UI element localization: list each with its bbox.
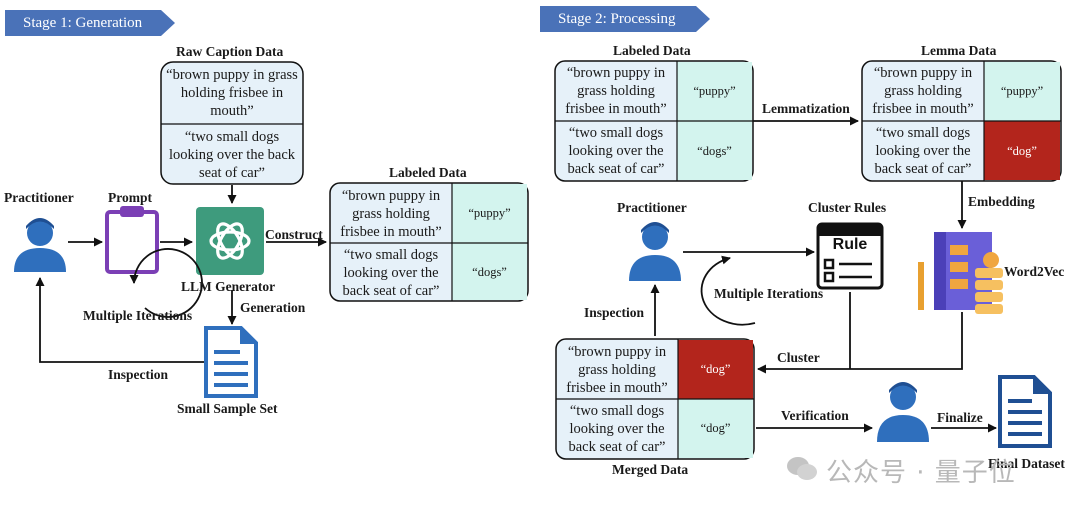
stage2-labeled-tag-1: “puppy”: [693, 84, 736, 98]
lemmatization-label: Lemmatization: [762, 101, 850, 116]
document-icon: [204, 326, 258, 398]
stage2-labeled-table: [554, 60, 754, 182]
lemma-tag-2: “dog”: [1007, 144, 1037, 158]
stage2-banner: Stage 2: Processing: [540, 6, 710, 32]
stage2-inspection-label: Inspection: [584, 305, 645, 320]
final-dataset-icon: [998, 375, 1052, 448]
stage2-practitioner-label: Practitioner: [617, 200, 687, 215]
raw-caption-2: “two small dogs looking over the back se…: [168, 129, 296, 181]
verification-label: Verification: [781, 408, 849, 423]
stage1-arrows: [35, 185, 327, 363]
construct-label: Construct: [265, 227, 323, 242]
stage2-multiple-iterations-label: Multiple Iterations: [714, 286, 824, 301]
raw-caption-title: Raw Caption Data: [176, 44, 284, 59]
watermark-text: 公众号 · 量子位: [826, 458, 1016, 488]
stage2-labeled-caption-2: “two small dogs looking over the back se…: [567, 125, 665, 177]
final-dataset-label: Final Dataset: [988, 456, 1065, 471]
multiple-iterations-label: Multiple Iterations: [83, 308, 193, 323]
prompt-label: Prompt: [108, 190, 152, 205]
merged-tag-2: “dog”: [700, 421, 731, 435]
stage1-labeled-caption-1: “brown puppy in grass holding frisbee in…: [340, 188, 442, 240]
lemma-caption-1: “brown puppy in grass holding frisbee in…: [872, 65, 974, 117]
small-sample-set-label: Small Sample Set: [177, 401, 278, 416]
practitioner-label: Practitioner: [4, 190, 74, 205]
stage1-labeled-tag-2: “dogs”: [472, 265, 507, 279]
lemma-caption-2: “two small dogs looking over the back se…: [874, 125, 972, 177]
word2vec-label: Word2Vec: [1004, 264, 1065, 279]
stage2-practitioner-icon: [629, 222, 681, 281]
cluster-rules-label: Cluster Rules: [808, 200, 887, 215]
rule-icon: [816, 222, 884, 290]
merged-tag-1: “dog”: [700, 362, 731, 376]
stage1-labeled-tag-1: “puppy”: [468, 206, 511, 220]
inspection-label: Inspection: [108, 367, 169, 382]
rule-text: Rule: [832, 236, 868, 253]
merged-caption-1: “brown puppy in grass holding frisbee in…: [566, 344, 668, 396]
stage1-labeled-title: Labeled Data: [389, 165, 467, 180]
stage2-arrows: [650, 116, 997, 433]
embedding-label: Embedding: [968, 194, 1035, 209]
merged-caption-2: “two small dogs looking over the back se…: [568, 403, 666, 455]
stage2-labeled-tag-2: “dogs”: [697, 144, 732, 158]
lemma-tag-1: “puppy”: [1000, 84, 1044, 98]
raw-caption-box: [160, 61, 304, 185]
verifier-icon: [877, 382, 929, 442]
practitioner-icon: [14, 218, 66, 272]
finalize-label: Finalize: [937, 410, 983, 425]
stage2-labeled-title: Labeled Data: [613, 43, 691, 58]
cluster-label: Cluster: [777, 350, 820, 365]
stage1-labeled-caption-2: “two small dogs looking over the back se…: [342, 247, 440, 299]
stage1-banner: Stage 1: Generation: [5, 10, 175, 36]
lemma-title: Lemma Data: [921, 43, 997, 58]
stage2-labeled-caption-1: “brown puppy in grass holding frisbee in…: [565, 65, 667, 117]
word2vec-icon: [918, 232, 1003, 314]
llm-generator-label: LLM Generator: [181, 279, 276, 294]
raw-caption-1: “brown puppy in grass holding frisbee in…: [166, 67, 298, 119]
stage1-labeled-table: [329, 182, 529, 302]
llm-generator-icon: [196, 207, 264, 275]
generation-label: Generation: [240, 300, 306, 315]
merged-title: Merged Data: [612, 462, 689, 477]
wechat-icon: [786, 455, 818, 483]
merged-table: [555, 338, 755, 460]
clipboard-icon: [105, 206, 159, 274]
